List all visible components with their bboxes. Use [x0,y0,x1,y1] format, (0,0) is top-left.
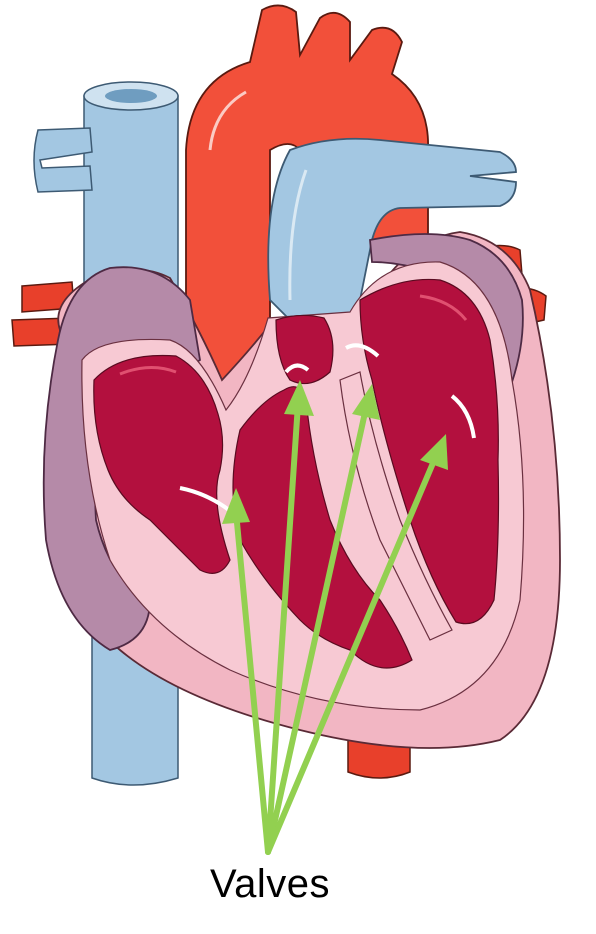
valves-label: Valves [0,862,540,907]
